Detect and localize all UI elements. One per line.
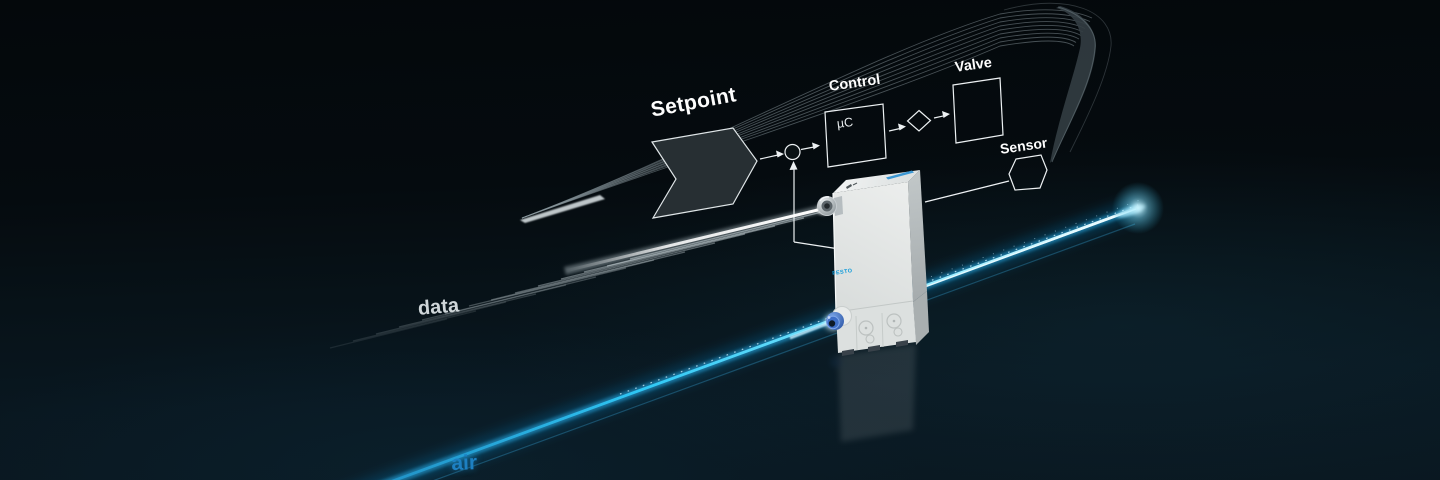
signal-arrow-to-valve: [933, 115, 945, 119]
device-top-label-stripe: [886, 170, 914, 180]
signal-arrow-to-junction: [759, 154, 779, 160]
device-foot-notch: [868, 345, 880, 352]
device-reflection: [830, 344, 916, 442]
setpoint-chevron-shape: [651, 127, 758, 219]
swoosh-return-band: [1050, 6, 1096, 163]
device-piezo-controller: [817, 170, 929, 442]
device-side-face-lower: [913, 291, 929, 345]
feedback-line-left: [793, 241, 837, 250]
device-foot-notch: [842, 349, 854, 356]
device-top-marking: [846, 184, 852, 189]
air-beam-secondary-line: [433, 223, 1136, 480]
device-front-face: [833, 182, 913, 312]
summing-junction: [784, 143, 801, 161]
arrowhead-control: [812, 142, 820, 150]
swoosh-outer-arc: [1003, 2, 1112, 153]
valve-box: [952, 77, 1004, 144]
arrowhead-junction: [776, 150, 784, 158]
air-beam-core: [391, 205, 1141, 480]
arrowhead-valve: [942, 111, 950, 118]
control-loop-diagram: [651, 77, 1048, 250]
swoosh-start-highlight: [520, 195, 605, 223]
data-beam: [564, 203, 829, 275]
feedback-line-right: [924, 180, 1010, 203]
device-foot-notch: [896, 340, 908, 347]
data-flow-label: data: [417, 294, 460, 320]
air-beam-tip-core: [1116, 204, 1146, 218]
swoosh-lines: [521, 2, 1112, 219]
air-flow-label: air: [451, 451, 478, 475]
signal-arrow-to-diamond: [888, 127, 901, 132]
arrowhead-diamond: [898, 123, 906, 131]
decision-diamond-icon: [906, 109, 932, 132]
air-beam: [363, 182, 1164, 480]
device-top-marking-line: [852, 182, 858, 186]
arrowhead-feedback-up: [789, 161, 798, 170]
device-connector: [817, 196, 843, 216]
sensor-hexagon-icon: [1008, 154, 1048, 191]
signal-arrow-to-control: [800, 146, 815, 151]
device-side-face: [908, 170, 927, 302]
microcontroller-label: µC: [836, 115, 854, 131]
data-stream-hatch: [329, 208, 835, 349]
swoosh-return-edge: [1051, 6, 1096, 163]
device-air-fitting: [826, 306, 852, 330]
data-beam-core: [564, 206, 827, 273]
control-box: [824, 103, 887, 168]
